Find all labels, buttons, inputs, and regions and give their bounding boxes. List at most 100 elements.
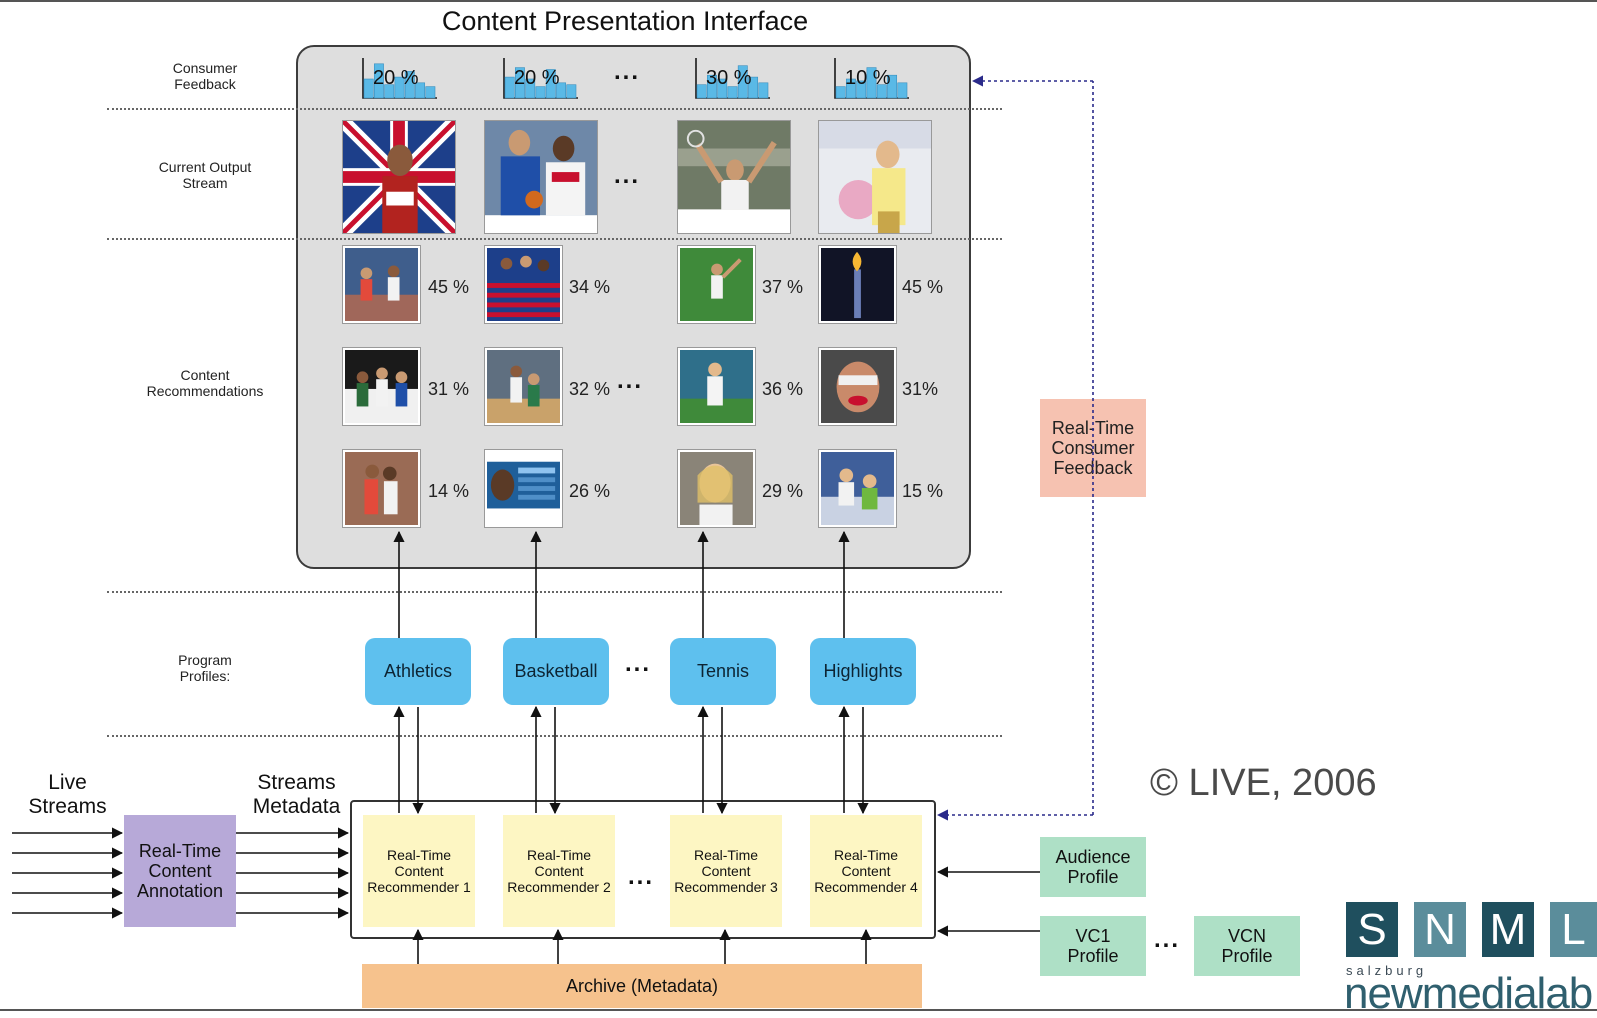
output-photo-athletics: [342, 120, 456, 234]
row-label-consumer-feedback: Consumer Feedback: [172, 60, 238, 92]
diagram-title: Content Presentation Interface: [441, 6, 809, 36]
feedback-chart-1: 20 %: [359, 56, 439, 107]
histogram-bar: [706, 74, 717, 99]
histogram-bar: [727, 86, 738, 99]
tennis-player-photo-icon: [678, 121, 790, 233]
feedback-histogram-4: [834, 58, 909, 99]
rec-percent-3-2: 26 %: [569, 481, 611, 501]
tennis-forehand-photo-icon: [680, 350, 753, 423]
gymnasts-photo-icon: [821, 452, 894, 525]
feedback-percent-1: 20 %: [373, 67, 419, 89]
rec-percent-2-4: 31%: [902, 379, 939, 399]
separator-panel-bottom: [107, 591, 1002, 593]
output-photo-highlights: [818, 120, 932, 234]
histogram-bar: [876, 84, 887, 99]
row-label-content-recommendations: Content Recommendations: [146, 367, 264, 399]
histogram-bar: [737, 65, 748, 99]
profile-highlights[interactable]: Highlights: [810, 638, 916, 705]
histogram-bar: [897, 82, 908, 99]
audience-profile-box[interactable]: Audience Profile: [1040, 837, 1146, 897]
profiles-ellipsis: ...: [625, 650, 652, 677]
rec-thumb-1-3[interactable]: [677, 245, 756, 324]
snml-logo: S N M L salzburg newmedialab: [1344, 902, 1597, 1016]
logo-wordmark: newmedialab: [1344, 969, 1593, 1018]
profile-athletics[interactable]: Athletics: [365, 638, 471, 705]
rec-percent-2-3: 36 %: [762, 379, 804, 399]
histogram-bar: [363, 78, 374, 99]
rec-thumb-2-1[interactable]: [342, 347, 421, 426]
athlete-flag-photo-icon: [343, 121, 455, 233]
runners-photo-icon: [345, 248, 418, 321]
profile-basketball[interactable]: Basketball: [503, 638, 609, 705]
recommender-3[interactable]: Real-Time Content Recommender 3: [670, 815, 782, 927]
realtime-consumer-feedback-box[interactable]: Real-Time Consumer Feedback: [1040, 399, 1146, 497]
vcn-profile-box[interactable]: VCN Profile: [1194, 916, 1300, 976]
histogram-bar: [404, 71, 415, 99]
histogram-bar: [845, 78, 856, 99]
histogram-bar: [525, 78, 536, 99]
content-annotation-box[interactable]: Real-Time Content Annotation: [124, 815, 236, 927]
separator-feedback: [107, 108, 1002, 110]
rec-thumb-2-3[interactable]: [677, 347, 756, 426]
rec-percent-2-1: 31 %: [428, 379, 470, 399]
rec-percent-1-2: 34 %: [569, 277, 611, 297]
rec-thumb-1-1[interactable]: [342, 245, 421, 324]
basketball-team-flag-photo-icon: [487, 248, 560, 321]
histogram-bar: [545, 69, 556, 99]
rec-thumb-3-4[interactable]: [818, 449, 897, 528]
histogram-bar: [758, 82, 769, 99]
bottom-rule: [0, 1009, 1597, 1011]
feedback-chart-3: 30 %: [692, 56, 772, 107]
logo-tile-s: S: [1346, 902, 1398, 957]
rec-thumb-1-4[interactable]: [818, 245, 897, 324]
histogram-bar: [514, 67, 525, 99]
basketball-game-photo-icon: [487, 350, 560, 423]
tennis-interview-photo-icon: [680, 452, 753, 525]
face-paint-fan-photo-icon: [821, 350, 894, 423]
separator-profiles: [107, 735, 1002, 737]
histogram-bar: [835, 86, 846, 99]
rec-thumb-1-2[interactable]: [484, 245, 563, 324]
recommender-1[interactable]: Real-Time Content Recommender 1: [363, 815, 475, 927]
logo-tile-l: L: [1550, 902, 1597, 957]
output-photo-tennis: [677, 120, 791, 234]
histogram-bar: [696, 84, 707, 99]
rec-thumb-2-2[interactable]: [484, 347, 563, 426]
rec-percent-3-3: 29 %: [762, 481, 804, 501]
rec-thumb-3-1[interactable]: [342, 449, 421, 528]
rec-thumb-3-2[interactable]: [484, 449, 563, 528]
logo-tile-m: M: [1482, 902, 1534, 957]
histogram-bar: [866, 67, 877, 99]
feedback-histogram-2: [503, 58, 578, 99]
histogram-bar: [535, 86, 546, 99]
recommender-4[interactable]: Real-Time Content Recommender 4: [810, 815, 922, 927]
histogram-bar: [717, 78, 728, 99]
feedback-histogram-3: [695, 58, 770, 99]
histogram-bar: [504, 76, 515, 99]
feedback-chart-2: 20 %: [500, 56, 580, 107]
rec-thumb-2-4[interactable]: [818, 347, 897, 426]
rec-thumb-3-3[interactable]: [677, 449, 756, 528]
rec-percent-1-1: 45 %: [428, 277, 470, 297]
tennis-trophy-photo-icon: [819, 121, 931, 233]
top-rule: [0, 0, 1597, 2]
output-photo-basketball: [484, 120, 598, 234]
tennis-serve-photo-icon: [680, 248, 753, 321]
row-label-current-output: Current Output Stream: [158, 159, 252, 191]
rec-percent-2-2: 32 %: [569, 379, 611, 399]
basketball-players-photo-icon: [485, 121, 597, 233]
histogram-bar: [856, 80, 867, 99]
recommender-ellipsis: ...: [628, 863, 655, 890]
recommender-2[interactable]: Real-Time Content Recommender 2: [503, 815, 615, 927]
profile-tennis[interactable]: Tennis: [670, 638, 776, 705]
streams-metadata-label: Streams Metadata: [252, 771, 341, 818]
rec-percent-3-1: 14 %: [428, 481, 470, 501]
copyright-notice: © LIVE, 2006: [1150, 762, 1377, 804]
histogram-bar: [384, 84, 395, 99]
logo-tile-n: N: [1414, 902, 1466, 957]
vc-profiles-ellipsis: ...: [1154, 926, 1181, 953]
feedback-percent-4: 10 %: [845, 67, 891, 89]
vc1-profile-box[interactable]: VC1 Profile: [1040, 916, 1146, 976]
archive-metadata-bar[interactable]: Archive (Metadata): [362, 964, 922, 1008]
medal-ceremony-photo-icon: [345, 350, 418, 423]
